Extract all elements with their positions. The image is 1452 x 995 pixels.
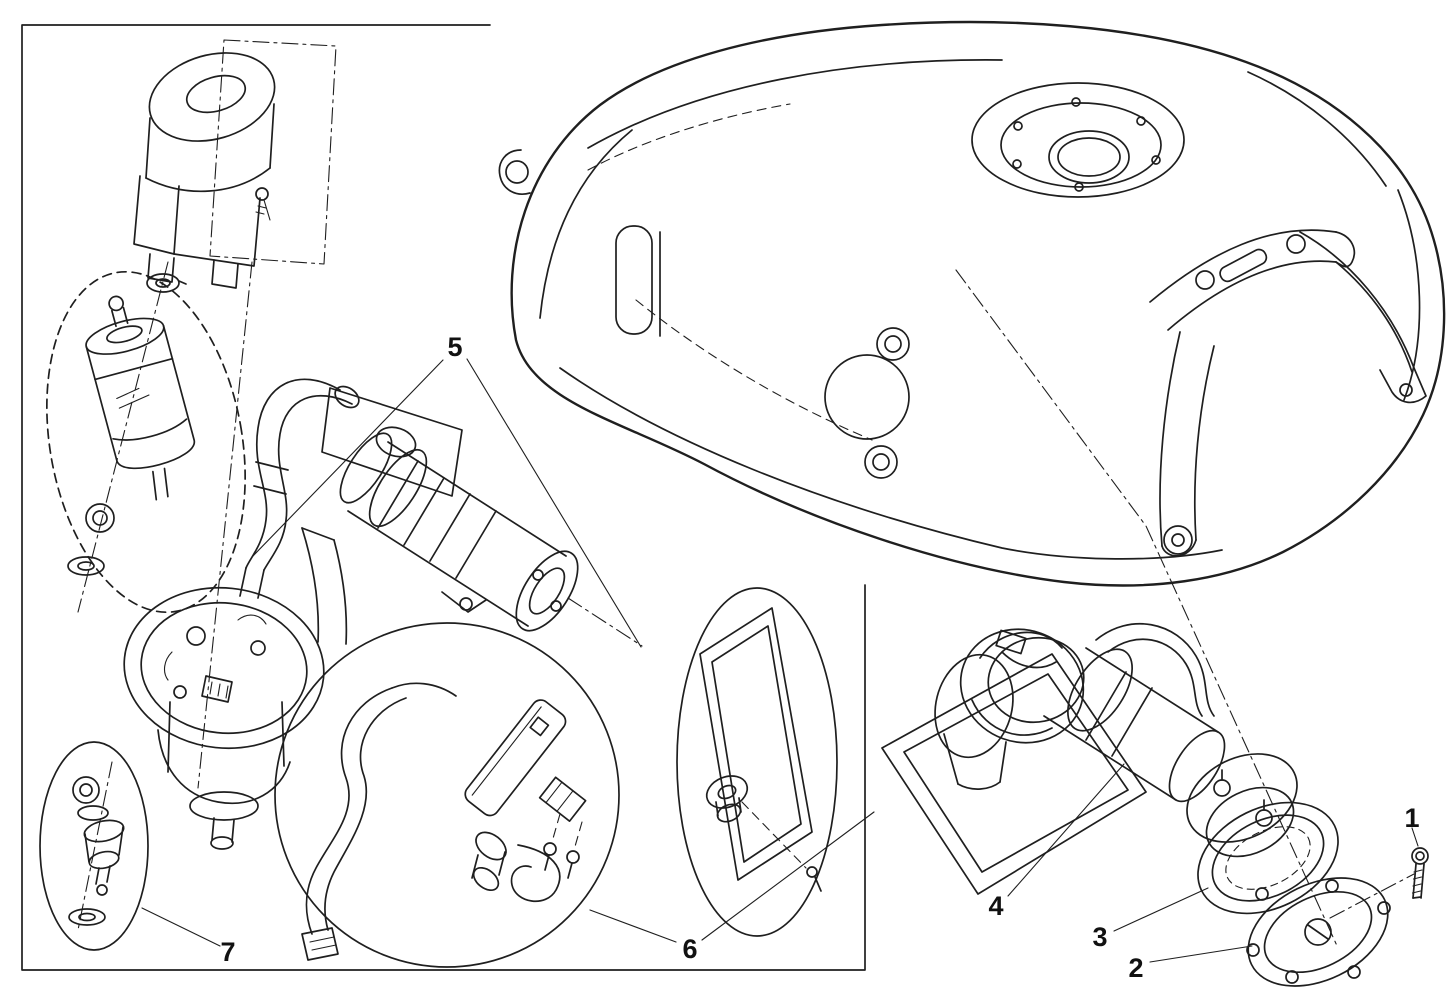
mount-plate-detail [676, 587, 838, 937]
tank-outline [510, 20, 1446, 587]
level-sensor [464, 699, 567, 817]
fuel-tank [498, 20, 1446, 587]
callout-labels: 1 2 3 4 5 6 7 [220, 332, 1419, 983]
callout-3: 3 [1092, 922, 1107, 952]
pressure-regulator-detail [39, 741, 149, 951]
callout-4: 4 [988, 891, 1003, 921]
callout-1: 1 [1404, 803, 1419, 833]
filter-detail-ellipse [46, 270, 246, 614]
rear-bracket [1149, 229, 1427, 557]
mount-bolt [1411, 847, 1429, 899]
bracket-screw-icon [255, 187, 269, 201]
harness-detail-circle [274, 622, 620, 968]
flange-ring [1197, 801, 1339, 915]
filler-neck [971, 82, 1185, 198]
pump-cover-bracket [133, 52, 276, 289]
callout-leaders [141, 358, 1419, 963]
callout-6: 6 [682, 934, 697, 964]
fuel-filter-detail [46, 270, 246, 614]
cover-plate [1246, 877, 1391, 987]
cable-connector [301, 927, 339, 961]
detail-box-border [21, 24, 866, 971]
callout-7: 7 [220, 937, 235, 967]
tank-sender-holes [824, 327, 910, 479]
fuel-filter [85, 295, 195, 501]
wiring-cluster [959, 628, 1085, 744]
hose-clamp [146, 273, 187, 293]
tank-front-tab [498, 149, 531, 195]
axis-lines [77, 39, 643, 931]
gasket [881, 653, 1147, 895]
callout-5: 5 [447, 332, 462, 362]
installed-pump-assembly [881, 622, 1429, 987]
filter-nut-washer [67, 503, 115, 576]
regulator-detail-ellipse [39, 741, 149, 951]
pump-flange [123, 586, 325, 750]
fuel-pump-assembly [123, 378, 579, 850]
sender-harness-detail [274, 622, 620, 968]
plate-detail-ellipse [676, 587, 838, 937]
callout-2: 2 [1128, 953, 1143, 983]
mounting-axis [955, 269, 1339, 949]
tank-left-slot [615, 225, 661, 337]
